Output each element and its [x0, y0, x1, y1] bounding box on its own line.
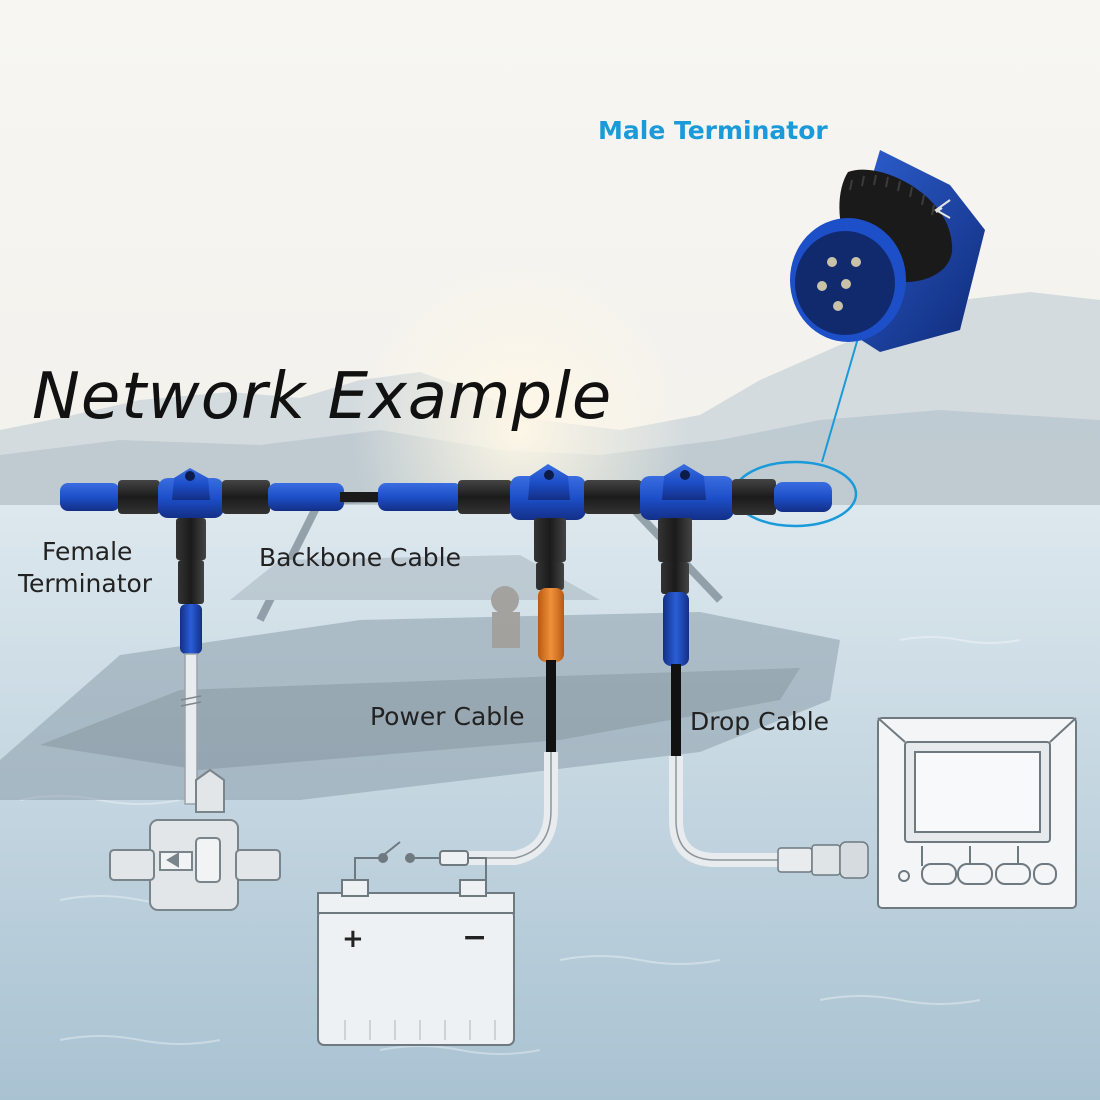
- backbone-cable-label: Backbone Cable: [259, 543, 462, 572]
- display-unit: [877, 717, 1077, 909]
- female-terminator-body: [60, 483, 120, 511]
- power-cable-wire: [546, 660, 556, 752]
- power-drop: [450, 518, 566, 865]
- diagram-title: Network Example: [32, 360, 613, 434]
- drop-cable-label: Drop Cable: [690, 707, 830, 736]
- drop-to-tee-adapter: [176, 518, 206, 805]
- connector-pins: [817, 257, 861, 311]
- drop-cable-wire: [671, 664, 681, 756]
- drop-cable-connector: [663, 592, 689, 666]
- boat-silhouette: [0, 490, 840, 800]
- battery: [317, 841, 515, 1046]
- backbone-cable-end-right: [378, 483, 462, 511]
- female-terminator-nut: [118, 480, 160, 514]
- female-terminator-label-line2: Terminator: [18, 569, 153, 598]
- backbone-assembly: [60, 464, 832, 520]
- battery-negative-sign: −: [462, 920, 487, 955]
- backbone-cable-wire: [340, 492, 380, 502]
- backbone-cable-end-left: [268, 483, 344, 511]
- power-cable-label: Power Cable: [370, 702, 525, 731]
- drop-cable-assembly: [658, 518, 869, 879]
- male-terminator-image: [790, 150, 985, 352]
- male-terminator-label: Male Terminator: [598, 116, 828, 145]
- inline-tee-device: [109, 768, 281, 911]
- power-cable-connector: [538, 588, 564, 662]
- male-terminator-small: [774, 482, 832, 512]
- battery-positive-sign: +: [342, 924, 364, 954]
- male-terminator-nut: [732, 479, 776, 515]
- female-terminator-label-line1: Female: [42, 537, 133, 566]
